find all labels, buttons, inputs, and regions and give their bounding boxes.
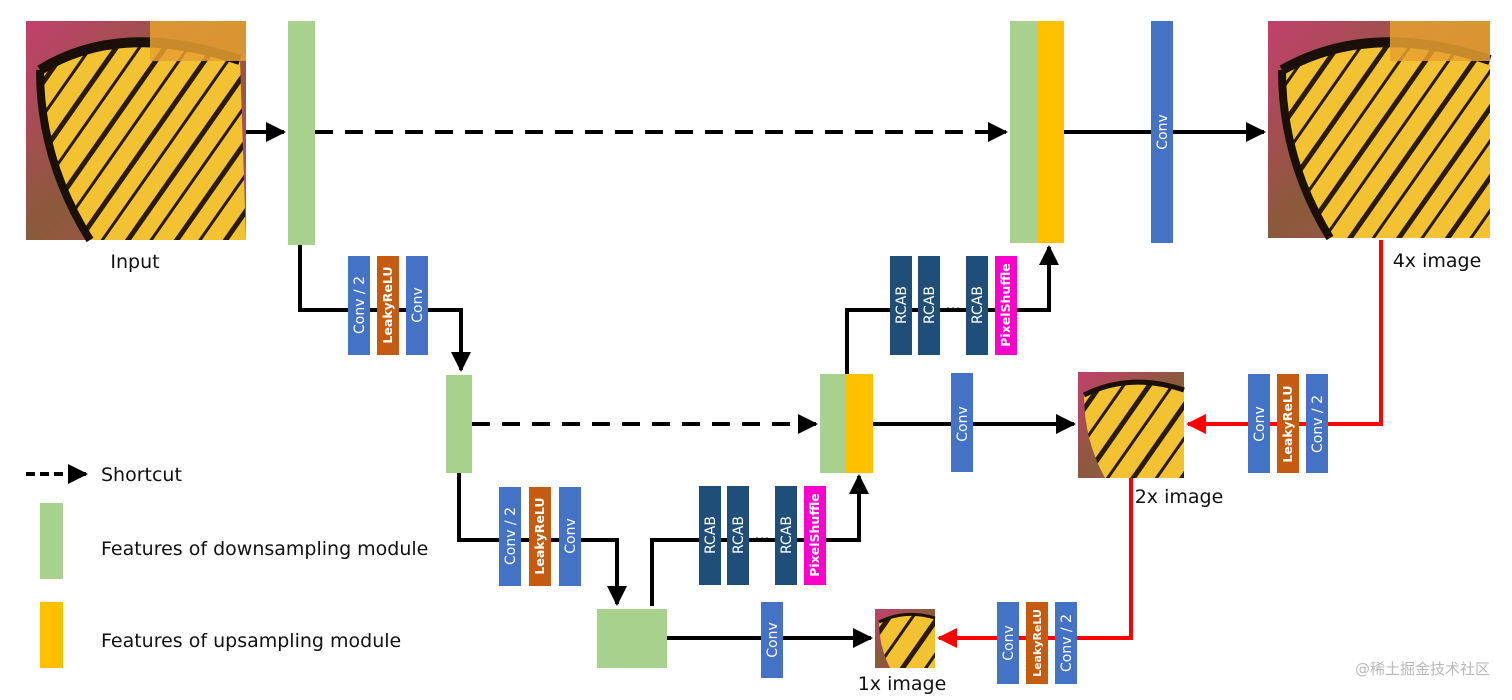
legend-down-swatch — [40, 503, 63, 579]
up-block-1: RCAB RCAB ··· RCAB PixelShuffle — [699, 486, 826, 585]
concat-up-level2 — [846, 374, 873, 473]
svg-text:LeakyReLU: LeakyReLU — [1031, 609, 1044, 677]
leaky-relu-block — [1277, 374, 1299, 473]
concat-down-level2 — [820, 374, 846, 473]
svg-text:RCAB: RCAB — [703, 516, 719, 554]
downscale-block-2x-to-1x: Conv LeakyReLU Conv / 2 — [997, 602, 1077, 684]
svg-text:RCAB: RCAB — [922, 286, 938, 324]
conv-block-2x — [951, 373, 973, 472]
rcab-ellipsis: ··· — [754, 529, 769, 548]
down-feature-level2 — [446, 375, 472, 473]
conv-half-block — [1306, 374, 1328, 473]
svg-text:LeakyReLU: LeakyReLU — [380, 266, 395, 343]
concat-down-level1 — [1010, 21, 1037, 243]
output-2x-image — [1078, 372, 1185, 478]
svg-text:Conv / 2: Conv / 2 — [1059, 614, 1075, 672]
svg-text:Conv: Conv — [410, 287, 426, 323]
down-block-2: Conv / 2 LeakyReLU Conv — [499, 487, 581, 586]
rcab-block — [727, 486, 749, 585]
legend: Shortcut Features of downsampling module… — [26, 464, 428, 668]
leaky-relu-block — [1026, 602, 1048, 684]
output-4x-image — [1268, 21, 1492, 241]
rcab-ellipsis: ··· — [945, 299, 960, 318]
svg-text:Conv: Conv — [563, 518, 579, 554]
svg-text:Conv / 2: Conv / 2 — [1310, 395, 1326, 453]
svg-text:Conv: Conv — [1001, 625, 1017, 661]
connections — [246, 122, 1266, 648]
svg-text:RCAB: RCAB — [731, 516, 747, 554]
rcab-block — [918, 256, 940, 355]
svg-text:Conv: Conv — [1155, 114, 1171, 150]
up-path-1 — [650, 474, 869, 606]
concat-up-level1 — [1037, 21, 1064, 243]
legend-down-label: Features of downsampling module — [101, 538, 428, 560]
svg-text:Conv: Conv — [765, 622, 781, 658]
conv-block-1x — [761, 602, 783, 678]
output-1x-label: 1x image — [858, 673, 947, 695]
up-path-2 — [845, 245, 1059, 374]
legend-up-label: Features of upsampling module — [101, 630, 401, 652]
conv-half-block — [499, 487, 521, 586]
conv-block — [1248, 374, 1270, 473]
svg-text:Conv: Conv — [955, 406, 971, 442]
legend-up-swatch — [40, 602, 63, 668]
conv-half-block — [348, 256, 370, 355]
legend-shortcut-label: Shortcut — [101, 464, 182, 486]
down-block-1: Conv / 2 LeakyReLU Conv — [348, 256, 428, 355]
svg-text:RCAB: RCAB — [779, 516, 795, 554]
svg-text:PixelShuffle: PixelShuffle — [998, 263, 1013, 347]
conv-block-4x — [1151, 21, 1173, 243]
svg-text:Conv / 2: Conv / 2 — [503, 507, 519, 565]
svg-text:Conv: Conv — [1252, 406, 1268, 442]
input-label: Input — [110, 251, 159, 273]
svg-text:LeakyReLU: LeakyReLU — [532, 497, 547, 574]
svg-text:PixelShuffle: PixelShuffle — [807, 493, 822, 577]
downscale-block-4x-to-2x: Conv LeakyReLU Conv / 2 — [1248, 374, 1328, 473]
svg-text:RCAB: RCAB — [894, 286, 910, 324]
svg-text:RCAB: RCAB — [970, 286, 986, 324]
input-image — [26, 21, 246, 243]
down-feature-level3 — [597, 609, 667, 668]
svg-text:Conv / 2: Conv / 2 — [352, 276, 368, 334]
conv-block — [559, 487, 581, 586]
conv-block — [997, 602, 1019, 684]
leaky-relu-block — [377, 256, 399, 355]
down-feature-level1 — [288, 21, 315, 245]
pixel-shuffle-block — [995, 256, 1017, 355]
output-4x-label: 4x image — [1393, 250, 1482, 272]
output-1x-image — [875, 609, 936, 668]
watermark: @稀土掘金技术社区 — [1355, 660, 1490, 678]
rcab-block — [966, 256, 988, 355]
output-2x-label: 2x image — [1135, 486, 1224, 508]
pixel-shuffle-block — [804, 486, 826, 585]
conv-block — [406, 256, 428, 355]
svg-text:LeakyReLU: LeakyReLU — [1280, 385, 1295, 462]
up-block-2: RCAB RCAB ··· RCAB PixelShuffle — [890, 256, 1017, 355]
rcab-block — [775, 486, 797, 585]
leaky-relu-block — [529, 487, 551, 586]
rcab-block — [890, 256, 912, 355]
rcab-block — [699, 486, 721, 585]
conv-half-block — [1055, 602, 1077, 684]
